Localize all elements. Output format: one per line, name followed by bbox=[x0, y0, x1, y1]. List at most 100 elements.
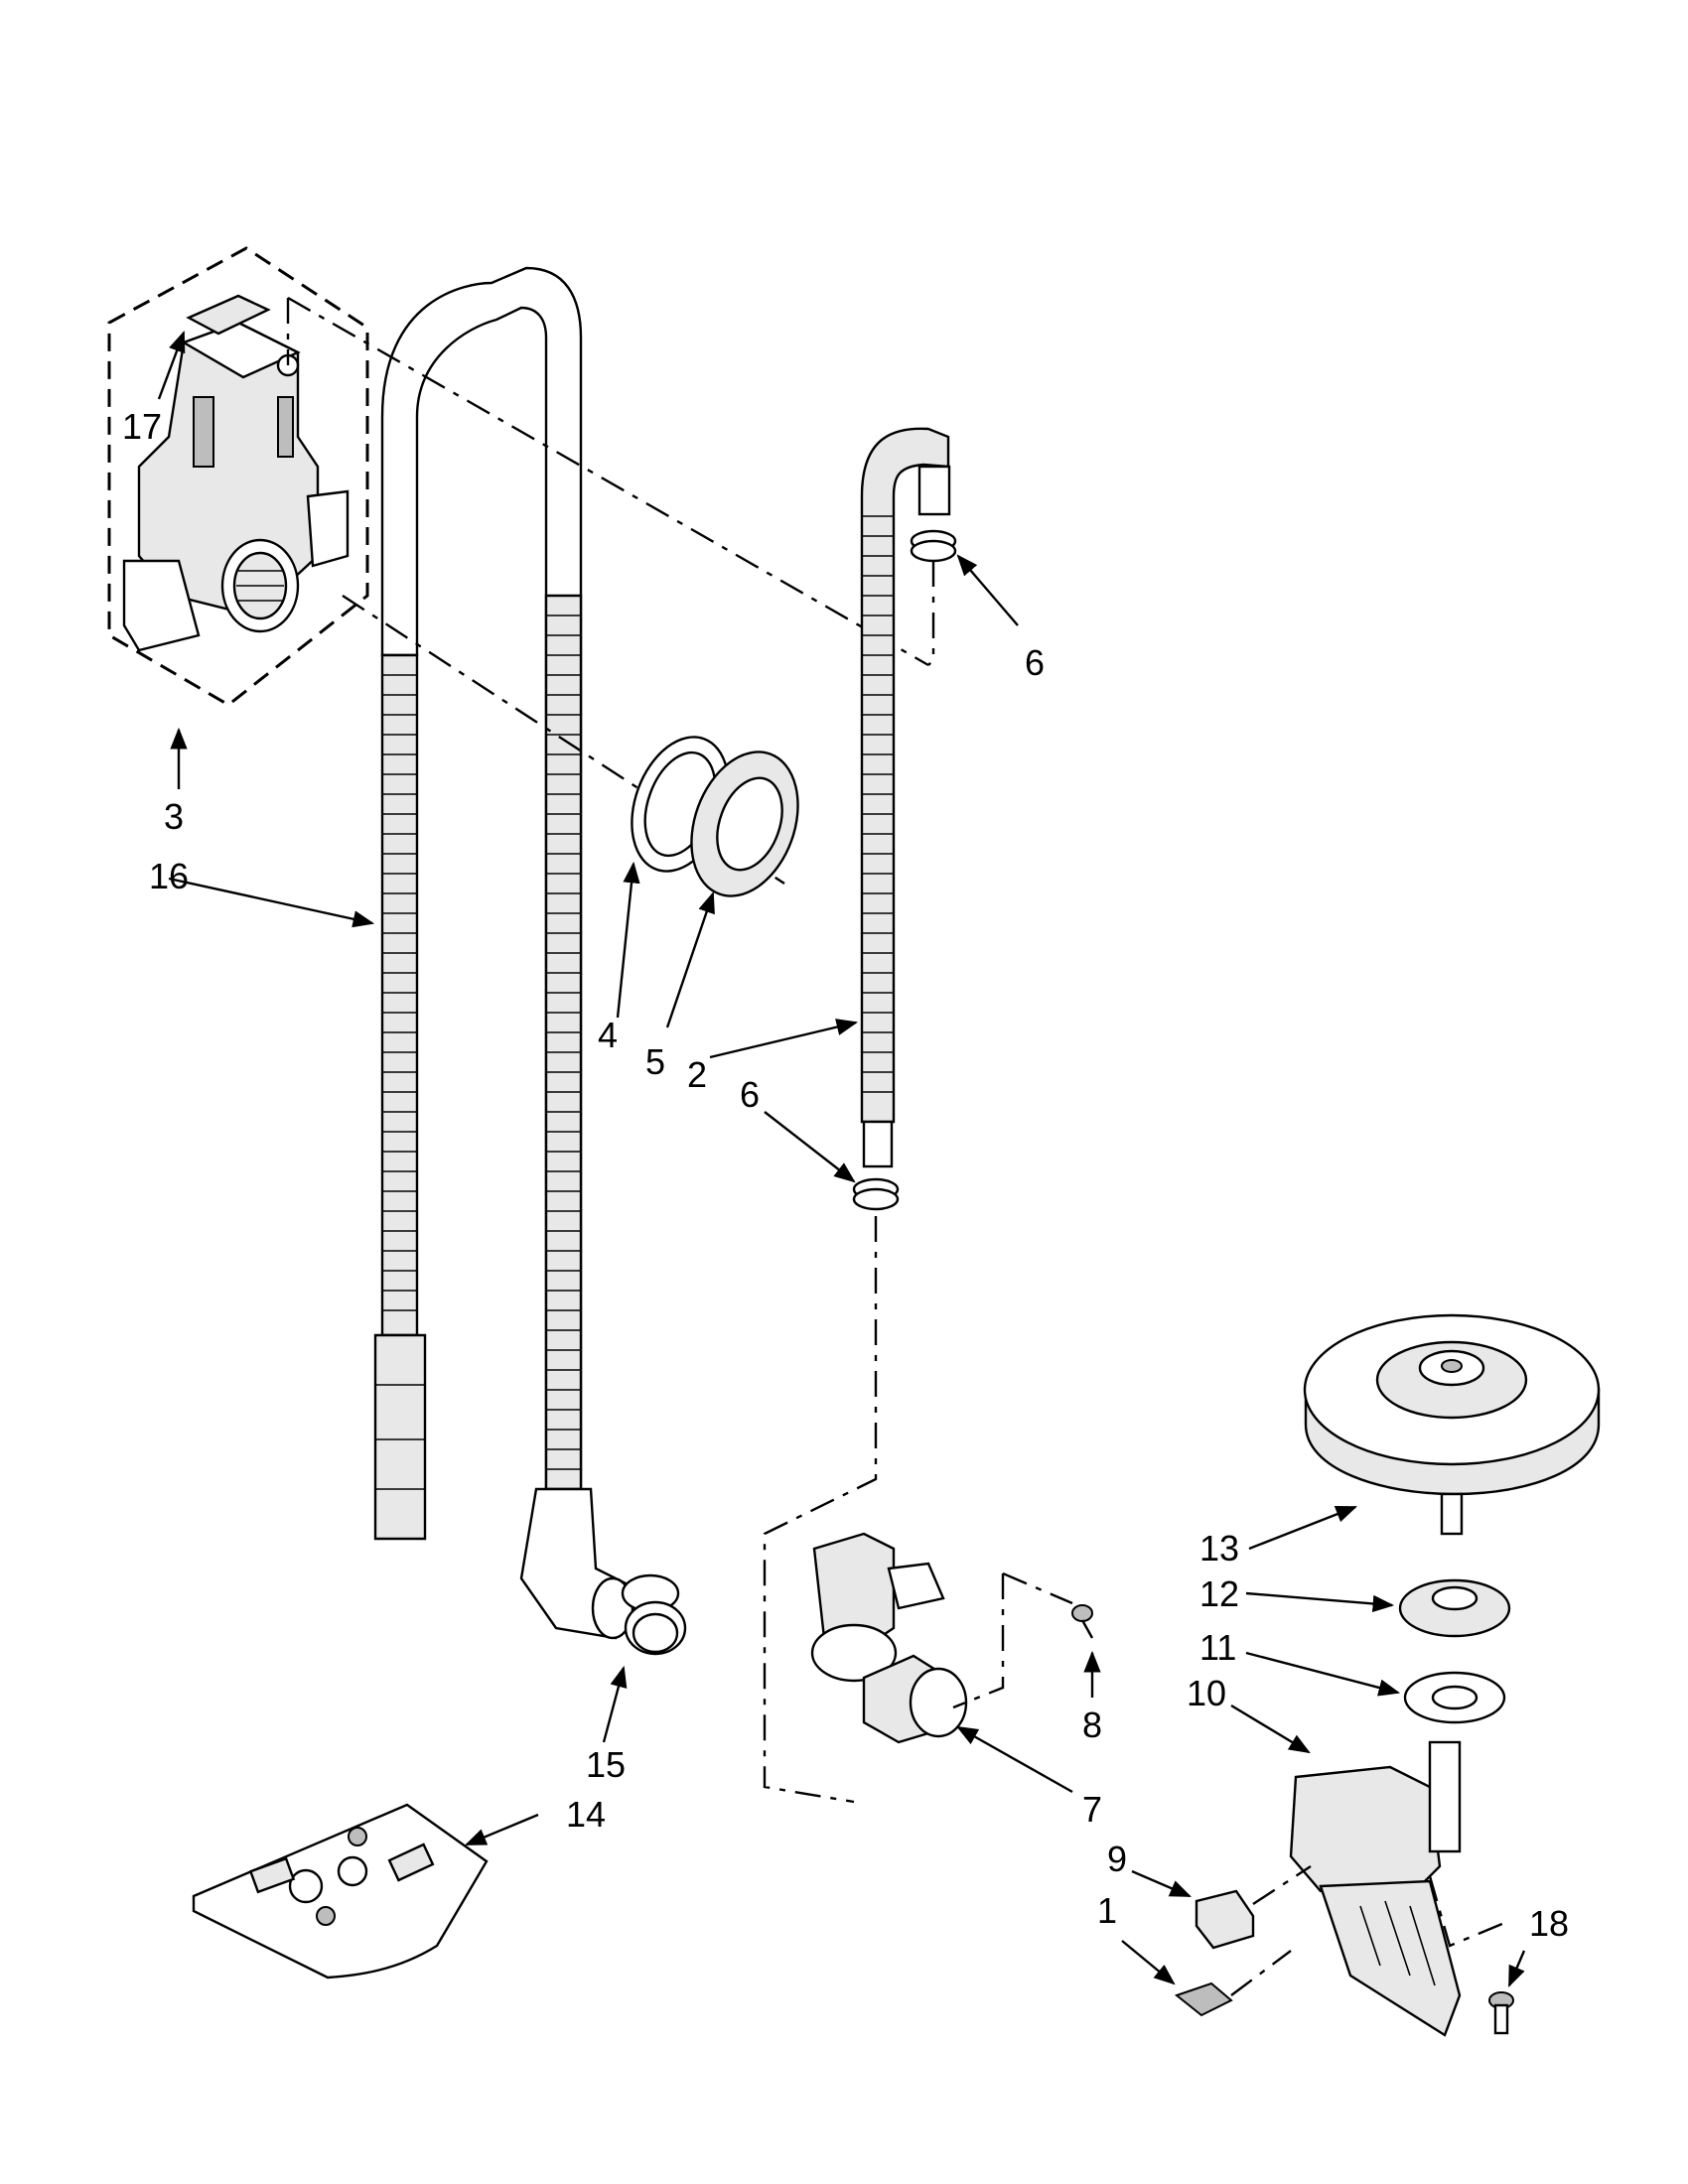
part-12-nut-hole bbox=[1431, 1585, 1478, 1611]
label-part-6-top: 6 bbox=[1025, 642, 1045, 683]
part-13-float bbox=[1248, 1313, 1601, 1551]
label-part-15: 15 bbox=[586, 1744, 626, 1785]
part-3-side-clip bbox=[306, 489, 350, 568]
part-15-hose-clamp bbox=[602, 1573, 687, 1743]
part-3-slot bbox=[193, 396, 214, 468]
part-3-slot bbox=[277, 396, 294, 458]
label-part-7: 7 bbox=[1082, 1789, 1102, 1830]
part-3-housing-assembly bbox=[107, 246, 369, 707]
part-2-hose-body bbox=[860, 427, 950, 1124]
part-3-dashed-boundary bbox=[107, 246, 369, 707]
part-11-washer bbox=[1245, 1651, 1506, 1724]
part-12-nut bbox=[1245, 1578, 1511, 1638]
label-part-17: 17 bbox=[122, 406, 162, 447]
part-8-leader bbox=[952, 1571, 1073, 1709]
part-9-switch-body bbox=[1195, 1889, 1255, 1950]
label-part-5: 5 bbox=[645, 1041, 665, 1082]
label-part-6-bottom: 6 bbox=[740, 1074, 760, 1115]
part-5-nut bbox=[665, 751, 799, 1028]
part-6-clamp-top-ring2 bbox=[910, 539, 957, 563]
part-16-corrugated-left bbox=[380, 653, 419, 1337]
part-10-bracket-body bbox=[1289, 1765, 1442, 1898]
part-14-arrow bbox=[465, 1813, 539, 1846]
part-8-screw-head bbox=[1071, 1604, 1093, 1622]
part-8-screw bbox=[952, 1571, 1101, 1709]
part-10-leader bbox=[1428, 1875, 1510, 1948]
part-10-ribs bbox=[1359, 1900, 1436, 1986]
part-16-arrow bbox=[168, 877, 375, 928]
label-part-4: 4 bbox=[598, 1015, 618, 1055]
label-part-13: 13 bbox=[1199, 1528, 1239, 1569]
label-part-10: 10 bbox=[1187, 1673, 1226, 1713]
part-11-washer-inner bbox=[1431, 1685, 1478, 1710]
part-14-ring bbox=[288, 1868, 324, 1904]
part-18-screw bbox=[1488, 1950, 1526, 2035]
part-8-screw-shank bbox=[1080, 1619, 1094, 1639]
part-9-switch bbox=[1131, 1864, 1312, 1950]
part-15-arrow bbox=[602, 1665, 628, 1743]
part-1-leader bbox=[1230, 1950, 1292, 1996]
part-2-fill-hose bbox=[709, 427, 951, 1168]
part-17-shape bbox=[186, 294, 271, 336]
part-6-clamp-bottom-ring2 bbox=[852, 1187, 900, 1211]
part-7-terminal bbox=[887, 1562, 945, 1610]
part-14-ring bbox=[337, 1855, 368, 1887]
part-2-arrow bbox=[709, 1019, 859, 1059]
part-10-bracket bbox=[1230, 1704, 1510, 2037]
part-15-clamp-inner bbox=[632, 1612, 679, 1654]
part-14-clip bbox=[387, 1843, 435, 1882]
part-10-arrow bbox=[1230, 1704, 1311, 1754]
part-11-arrow bbox=[1245, 1651, 1401, 1697]
part-14-screw bbox=[316, 1906, 336, 1926]
part-2-top-fitting bbox=[917, 465, 951, 516]
label-part-11: 11 bbox=[1199, 1627, 1236, 1668]
part-13-arrow bbox=[1248, 1505, 1358, 1551]
part-6-clamp-top bbox=[910, 529, 1019, 666]
part-18-screw-shank bbox=[1493, 2003, 1509, 2035]
label-part-3: 3 bbox=[164, 796, 184, 837]
part-1-actuator bbox=[1121, 1940, 1292, 2017]
part-3-bracket bbox=[122, 559, 201, 652]
part-13-float-hole bbox=[1441, 1359, 1463, 1373]
part-6-top-leader bbox=[927, 561, 935, 666]
part-16-ribs bbox=[382, 614, 581, 1470]
label-part-9: 9 bbox=[1107, 1839, 1127, 1879]
label-part-14: 14 bbox=[566, 1794, 606, 1835]
part-10-lower-plate bbox=[1319, 1879, 1462, 2037]
part-12-arrow bbox=[1245, 1591, 1395, 1613]
part-6-bottom-arrow bbox=[764, 1111, 856, 1183]
part-16-drain-hose bbox=[168, 266, 637, 1640]
part-7-water-valve bbox=[810, 1532, 1073, 1794]
part-6-clamp-bottom bbox=[764, 1111, 900, 1211]
part-17-arrow bbox=[157, 330, 186, 400]
label-part-8: 8 bbox=[1082, 1705, 1102, 1745]
part-13-stem bbox=[1440, 1492, 1464, 1536]
alignment-line-port bbox=[342, 594, 785, 886]
label-part-16: 16 bbox=[149, 856, 189, 896]
part-9-leader bbox=[1252, 1864, 1312, 1906]
part-14-parts-bag bbox=[192, 1803, 539, 1979]
part-16-fitting-bands bbox=[375, 1384, 425, 1490]
label-part-1: 1 bbox=[1097, 1890, 1117, 1931]
alignment-line-valve bbox=[763, 1216, 878, 1804]
part-16-corrugated-right bbox=[544, 594, 583, 1491]
part-14-clip bbox=[248, 1856, 296, 1894]
alignment-line-top bbox=[287, 296, 929, 667]
part-3-port-threads bbox=[236, 570, 284, 602]
label-part-2: 2 bbox=[687, 1054, 707, 1095]
part-5-nut-inner bbox=[716, 776, 783, 872]
part-14-screw bbox=[348, 1827, 367, 1846]
part-18-arrow bbox=[1507, 1950, 1526, 1987]
part-17-cap bbox=[157, 294, 271, 400]
part-2-ribs bbox=[862, 515, 894, 1093]
label-part-18: 18 bbox=[1529, 1903, 1569, 1944]
part-6-top-arrow bbox=[956, 554, 1019, 626]
part-1-actuator-shape bbox=[1174, 1981, 1233, 2017]
part-16-end-fitting bbox=[373, 1333, 427, 1541]
part-9-arrow bbox=[1131, 1869, 1192, 1898]
part-1-arrow bbox=[1121, 1940, 1176, 1985]
part-7-arrow bbox=[956, 1725, 1073, 1794]
label-part-12: 12 bbox=[1199, 1573, 1239, 1614]
